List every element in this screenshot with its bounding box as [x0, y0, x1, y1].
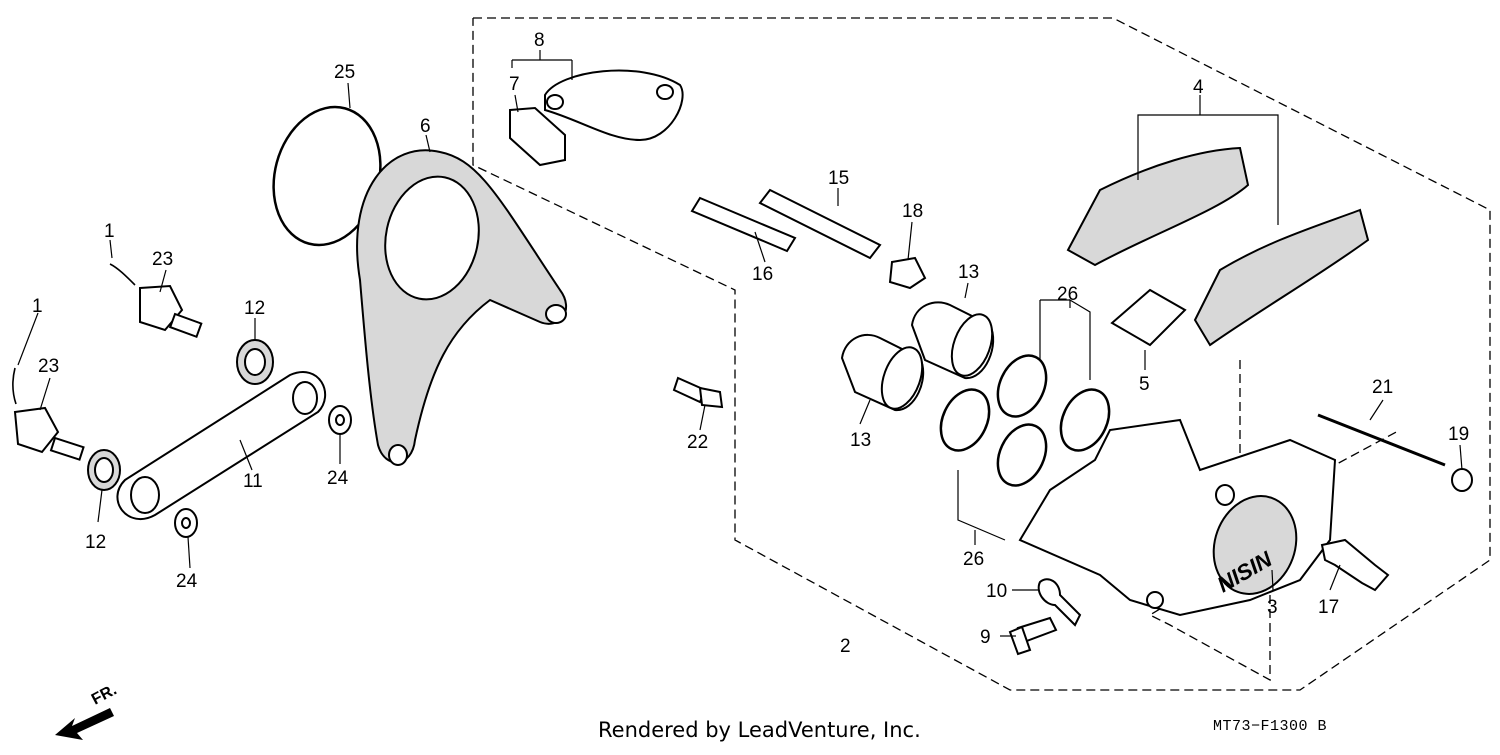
bushing-upper — [236, 339, 274, 385]
callouts: 1 23 1 23 12 12 11 24 24 25 6 8 7 15 16 … — [32, 30, 1469, 657]
piston-seals — [939, 354, 1111, 487]
callout-1b: 1 — [32, 296, 43, 317]
callout-2: 2 — [840, 636, 851, 657]
callout-23b: 23 — [38, 356, 59, 377]
piston-upper — [910, 301, 995, 380]
bolt-upper — [139, 284, 203, 339]
cotter-pin-lower — [12, 367, 17, 405]
callout-21: 21 — [1372, 377, 1393, 398]
callout-4: 4 — [1193, 77, 1204, 98]
credit-text: Rendered by LeadVenture, Inc. — [598, 718, 921, 742]
caliper-bracket — [356, 149, 567, 466]
caliper-mounting-bolt — [1320, 538, 1390, 592]
pad-spring-plate — [1110, 288, 1187, 347]
callout-24a: 24 — [327, 468, 349, 489]
washer-upper — [328, 405, 352, 435]
callout-26a: 26 — [1057, 284, 1078, 305]
bracket-bolt — [672, 376, 724, 409]
caliper-pin-long — [758, 188, 882, 260]
callout-8: 8 — [534, 30, 545, 51]
brake-pad-rear — [1193, 208, 1370, 347]
callout-6: 6 — [420, 116, 431, 137]
clip-screw — [1008, 616, 1058, 656]
callout-5: 5 — [1139, 374, 1150, 395]
bleeder-screw — [888, 256, 927, 290]
callout-18: 18 — [902, 201, 923, 222]
callout-1a: 1 — [104, 221, 115, 242]
hose-clip — [1037, 578, 1082, 627]
callout-12a: 12 — [244, 298, 265, 319]
callout-26b: 26 — [963, 549, 984, 570]
bushing-lower — [87, 449, 121, 491]
washer-lower — [174, 508, 198, 538]
piston-lower — [840, 333, 925, 412]
callout-15: 15 — [828, 168, 849, 189]
brake-pad-front — [1066, 146, 1250, 267]
bolt-lower — [13, 406, 85, 461]
callout-13b: 13 — [850, 430, 871, 451]
pad-spring — [544, 69, 684, 142]
caliper-body: NISIN — [1018, 418, 1337, 617]
callout-17: 17 — [1318, 597, 1339, 618]
callout-3: 3 — [1267, 597, 1278, 618]
pad-retainer-clip — [509, 106, 566, 167]
caliper-pin-short — [690, 196, 797, 253]
leader-lines — [17, 50, 1463, 637]
callout-12b: 12 — [85, 532, 106, 553]
callout-23a: 23 — [152, 249, 173, 270]
torque-rod — [116, 371, 327, 521]
callout-16: 16 — [752, 264, 773, 285]
front-label: FR. — [89, 681, 120, 708]
front-arrow: FR. — [55, 681, 120, 740]
callout-11: 11 — [243, 471, 263, 492]
callout-13a: 13 — [958, 262, 979, 283]
diagram-code: MT73−F1300 B — [1213, 718, 1328, 735]
callout-7: 7 — [509, 74, 520, 95]
callout-25: 25 — [334, 62, 355, 83]
callout-19: 19 — [1448, 424, 1469, 445]
pad-pin — [1317, 413, 1446, 467]
cotter-pin-upper — [109, 263, 136, 286]
callout-10: 10 — [986, 581, 1007, 602]
callout-9: 9 — [980, 627, 991, 648]
pin-plug — [1451, 468, 1473, 492]
callout-24b: 24 — [176, 571, 198, 592]
callout-22: 22 — [687, 432, 708, 453]
